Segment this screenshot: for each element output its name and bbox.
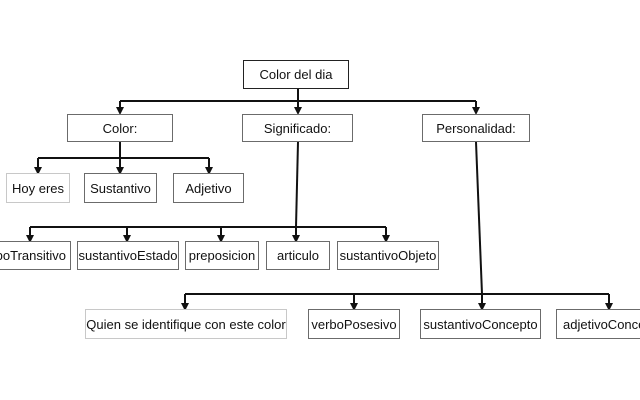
node-color: Color: xyxy=(67,114,173,142)
node-adjetivo: Adjetivo xyxy=(173,173,244,203)
node-sustantivo-concepto: sustantivoConcepto xyxy=(420,309,541,339)
node-sustantivo: Sustantivo xyxy=(84,173,157,203)
node-sustantivo-estado: sustantivoEstado xyxy=(77,241,179,270)
node-personalidad: Personalidad: xyxy=(422,114,530,142)
connector-root xyxy=(116,89,480,115)
node-preposicion: preposicion xyxy=(185,241,259,270)
node-hoy-eres: Hoy eres xyxy=(6,173,70,203)
node-adjetivo-concepto: adjetivoConce xyxy=(556,309,640,339)
node-quien-se-identifique: Quien se identifique con este color xyxy=(85,309,287,339)
connector-color xyxy=(34,142,213,175)
node-sustantivo-objeto: sustantivoObjeto xyxy=(337,241,439,270)
node-articulo: articulo xyxy=(266,241,330,270)
connector-significado xyxy=(26,141,390,243)
node-verbo-posesivo: verboPosesivo xyxy=(308,309,400,339)
connector-personalidad xyxy=(181,141,613,311)
node-verbo-transitivo: boTransitivo xyxy=(0,241,71,270)
node-root: Color del dia xyxy=(243,60,349,89)
node-significado: Significado: xyxy=(242,114,353,142)
